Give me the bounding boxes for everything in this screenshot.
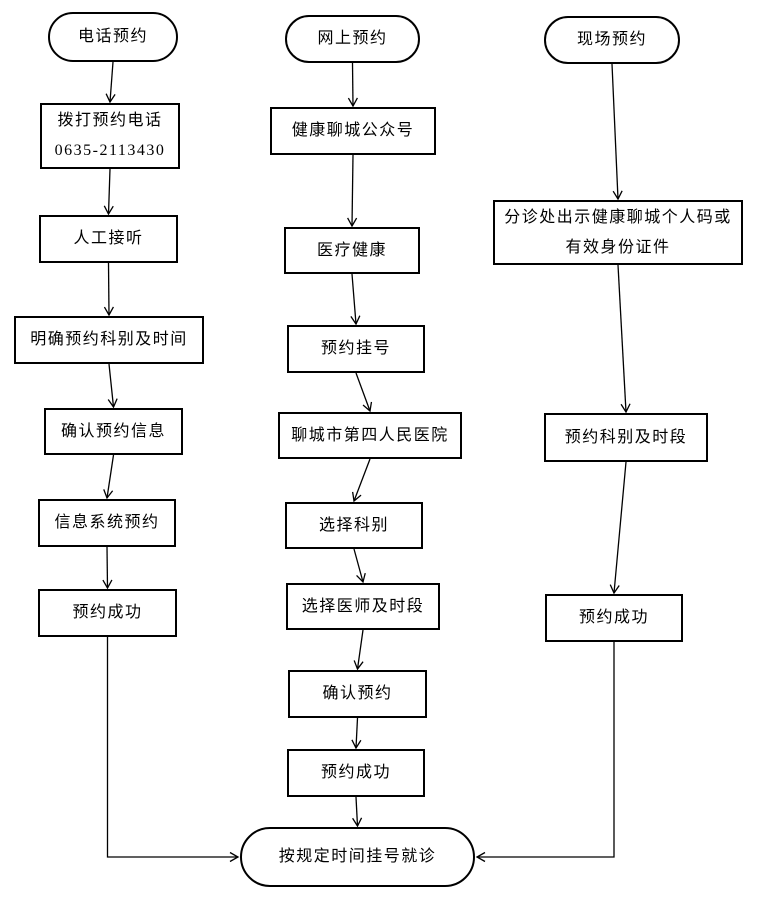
flow-arrow-phone_start-to-phone_dial: [105, 61, 116, 104]
flow-arrow-online_success-to-end: [352, 796, 363, 828]
step-online-medical-health: 医疗健康: [284, 227, 420, 274]
step-phone-answer: 人工接听: [39, 215, 178, 263]
terminator-phone-start: 电话预约: [48, 12, 178, 62]
step-phone-system: 信息系统预约: [38, 499, 176, 547]
flow-arrow-phone_confirm_info-to-phone_system: [103, 454, 115, 500]
step-onsite-show-code: 分诊处出示健康聊城个人码或 有效身份证件: [493, 200, 743, 265]
step-phone-confirm-info: 确认预约信息: [44, 408, 183, 455]
flow-arrow-phone_success-to-end: [106, 637, 240, 863]
step-online-success: 预约成功: [287, 749, 425, 797]
terminator-onsite-start: 现场预约: [544, 16, 680, 64]
step-online-confirm: 确认预约: [288, 670, 427, 718]
flow-arrow-phone_dial-to-phone_answer: [103, 168, 114, 216]
flow-arrow-phone_answer-to-phone_dept_time: [103, 262, 114, 317]
step-phone-success: 预约成功: [38, 589, 177, 637]
flow-arrow-online_confirm-to-online_success: [351, 717, 362, 750]
step-onsite-dept-time: 预约科别及时段: [544, 413, 708, 462]
flow-arrow-onsite_start-to-onsite_code: [611, 63, 623, 201]
step-online-select-dept: 选择科别: [285, 502, 423, 549]
flow-arrow-online_start-to-online_gzh: [347, 62, 358, 108]
flow-arrow-onsite_dept-to-onsite_success: [609, 461, 627, 595]
flow-arrow-phone_dept_time-to-phone_confirm_info: [107, 363, 118, 409]
step-online-official-account: 健康聊城公众号: [270, 107, 436, 155]
step-phone-dial: 拨打预约电话 0635-2113430: [40, 103, 180, 169]
flow-arrow-online_health-to-online_register: [350, 273, 361, 326]
flow-arrow-online_register-to-online_hospital: [355, 372, 373, 413]
flow-arrow-online_dept-to-online_doctor: [353, 548, 366, 584]
flow-arrow-online_doctor-to-online_confirm: [353, 629, 364, 671]
step-online-select-doctor: 选择医师及时段: [286, 583, 440, 630]
flow-arrow-onsite_success-to-end: [475, 642, 615, 863]
step-online-hospital: 聊城市第四人民医院: [278, 412, 462, 459]
terminator-online-start: 网上预约: [285, 15, 420, 63]
flow-arrow-online_hospital-to-online_dept: [351, 458, 371, 503]
flow-arrow-online_gzh-to-online_health: [347, 154, 358, 228]
step-onsite-success: 预约成功: [545, 594, 683, 642]
step-online-register: 预约挂号: [287, 325, 425, 373]
terminator-end: 按规定时间挂号就诊: [240, 827, 475, 887]
flow-arrow-onsite_code-to-onsite_dept: [617, 264, 631, 414]
step-phone-dept-time: 明确预约科别及时间: [14, 316, 204, 364]
flow-arrow-phone_system-to-phone_success: [102, 546, 113, 590]
